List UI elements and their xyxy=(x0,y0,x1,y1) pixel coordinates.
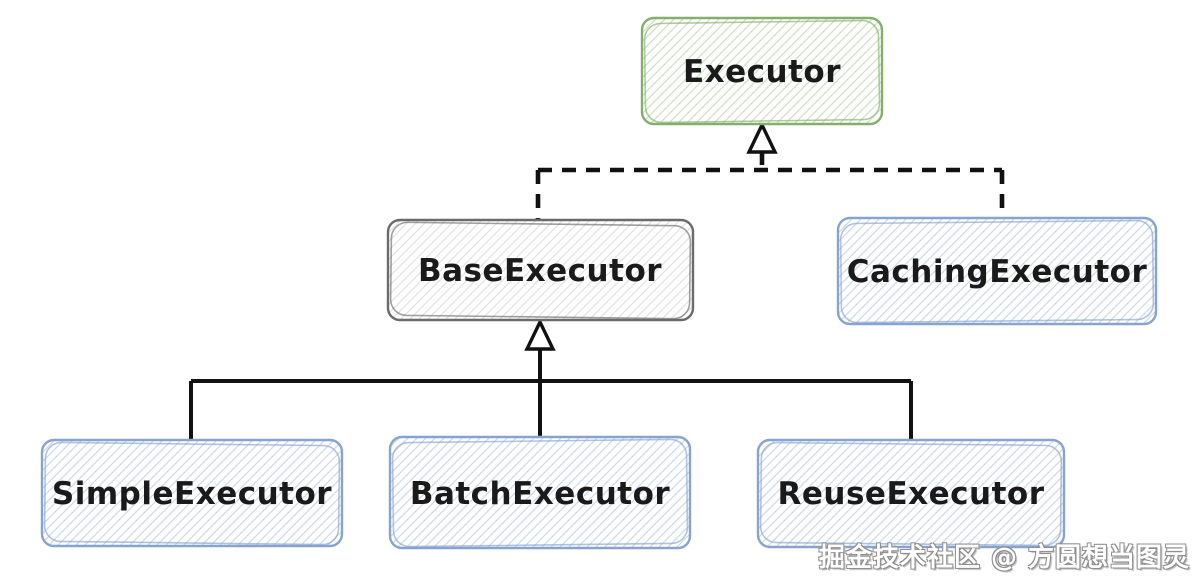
node-reuse-executor: ReuseExecutor xyxy=(756,438,1066,549)
node-box xyxy=(640,16,884,126)
node-label: SimpleExecutor xyxy=(52,476,332,512)
node-box-sketch-line xyxy=(389,221,692,320)
node-executor: Executor xyxy=(640,16,884,126)
node-base-executor: BaseExecutor xyxy=(386,218,695,322)
node-label: BaseExecutor xyxy=(418,253,662,289)
watermark: 掘金技术社区 @ 方圆想当图灵 xyxy=(818,543,1190,573)
node-batch-executor: BatchExecutor xyxy=(388,435,692,550)
node-simple-executor: SimpleExecutor xyxy=(40,438,344,548)
node-caching-executor: CachingExecutor xyxy=(836,216,1158,326)
node-box-sketch-line xyxy=(839,219,1155,324)
hollow-triangle-arrowhead-base-executor xyxy=(524,318,556,351)
node-label: Executor xyxy=(683,54,841,90)
node-label: CachingExecutor xyxy=(847,254,1148,290)
node-box xyxy=(756,438,1066,549)
edge-dashed-implements xyxy=(535,151,1005,220)
hollow-triangle-arrowhead-executor xyxy=(746,121,778,154)
node-box-sketch-line xyxy=(759,441,1063,547)
node-box-sketch-line xyxy=(43,441,341,546)
node-box xyxy=(388,435,692,550)
edge-solid-extends xyxy=(189,348,913,441)
node-box xyxy=(386,218,695,322)
node-box-sketch-line xyxy=(643,19,881,124)
node-label: BatchExecutor xyxy=(410,476,671,512)
node-box xyxy=(836,216,1158,326)
node-label: ReuseExecutor xyxy=(778,476,1045,512)
node-box xyxy=(40,438,344,548)
node-box-sketch-line xyxy=(391,438,689,548)
